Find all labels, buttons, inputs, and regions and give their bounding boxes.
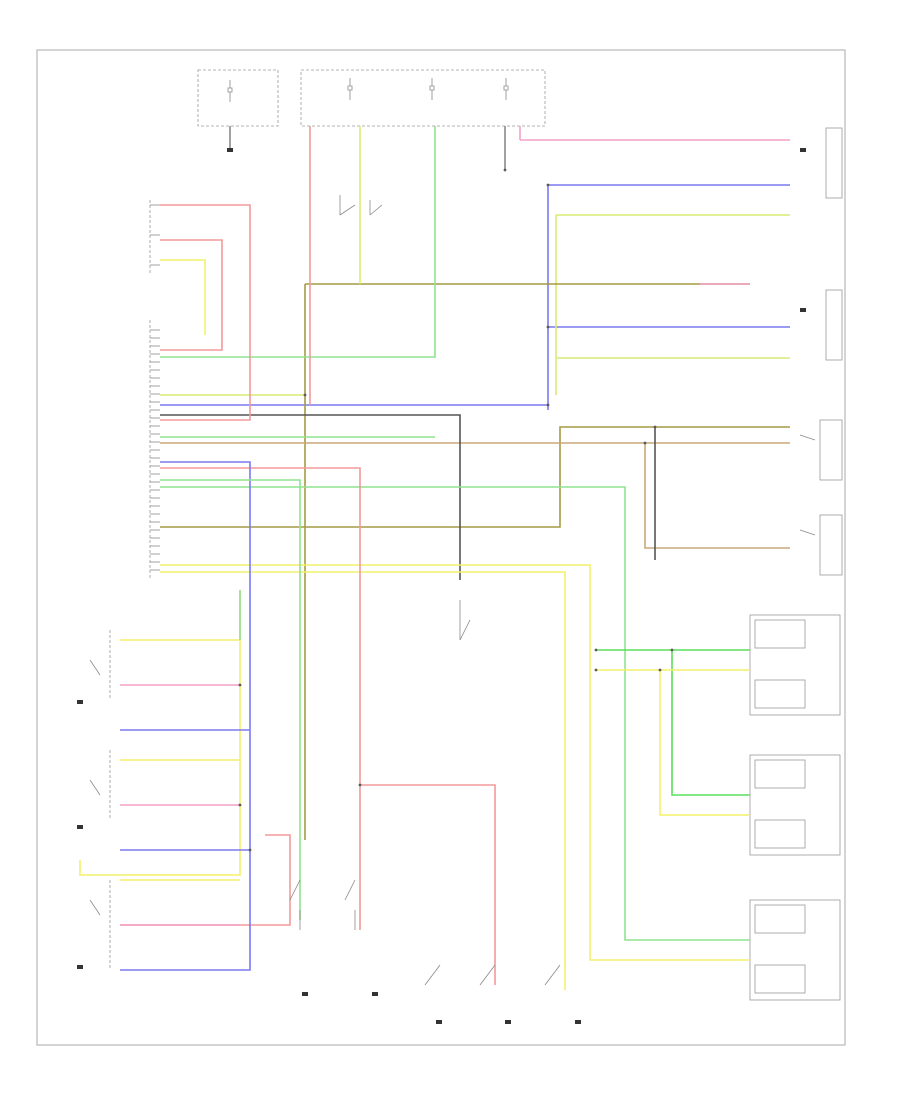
module-pin-ticks [150, 204, 160, 571]
terminal-dots [238, 168, 674, 852]
ground-symbols [77, 148, 806, 1024]
switch-bottom-2 [344, 879, 356, 930]
lock-actuator-box-3 [749, 899, 841, 1001]
switch-bottom-3 [424, 964, 561, 986]
wire-brown-lower [160, 442, 790, 549]
wire-red-vertical [160, 467, 361, 930]
ground-left-3 [77, 965, 83, 969]
ground-bottom-4 [505, 1020, 511, 1024]
switch-left-series [89, 659, 101, 916]
wire-lightgreen-actuator [671, 650, 750, 796]
lock-actuator-box-2 [749, 754, 841, 856]
ground-bottom-5 [575, 1020, 581, 1024]
wire-red-module-2 [160, 239, 223, 351]
wire-yellow-module-top [160, 259, 206, 335]
wire-green-upper [160, 126, 436, 358]
switch-center [459, 600, 471, 641]
switch-box-2 [819, 514, 843, 576]
wire-red-module-top [160, 204, 251, 421]
ground-top-left [227, 148, 233, 152]
right-connector-box-1 [825, 127, 843, 199]
wire-olive-switch [160, 426, 790, 528]
switch-top [339, 195, 383, 216]
diagram-frame [36, 49, 846, 1046]
ground-left-2 [77, 825, 83, 829]
right-connector-box-2 [825, 289, 843, 361]
fuse-symbols [227, 78, 509, 102]
wire-red-switch [360, 784, 496, 985]
switch-bottom-1 [289, 879, 301, 930]
ground-right-2 [800, 308, 806, 312]
wire-green-lower [160, 486, 750, 941]
ground-bottom-1 [302, 992, 308, 996]
wire-blue-lower-vertical [120, 461, 251, 971]
ground-right-1 [800, 148, 806, 152]
wire-yellow-vertical [160, 571, 566, 990]
wire-yellow-left-vertical [79, 590, 241, 876]
switch-box-1 [819, 419, 843, 481]
actuator-inner-boxes [754, 619, 806, 994]
fuse-block-outline [300, 69, 546, 127]
switch-right-series [799, 434, 816, 536]
switch-symbols [89, 195, 816, 986]
ground-left-1 [77, 700, 83, 704]
lock-actuator-box-1 [749, 614, 841, 716]
wire-gray-vertical [160, 414, 461, 580]
ground-bottom-3 [436, 1020, 442, 1024]
wire-green-switch [160, 479, 301, 920]
wires [79, 126, 790, 990]
ground-bottom-2 [372, 992, 378, 996]
wire-yellow-long [160, 564, 750, 961]
wire-yellow-actuator-2 [659, 670, 750, 816]
hot-at-all-times-block-outline [197, 69, 279, 127]
